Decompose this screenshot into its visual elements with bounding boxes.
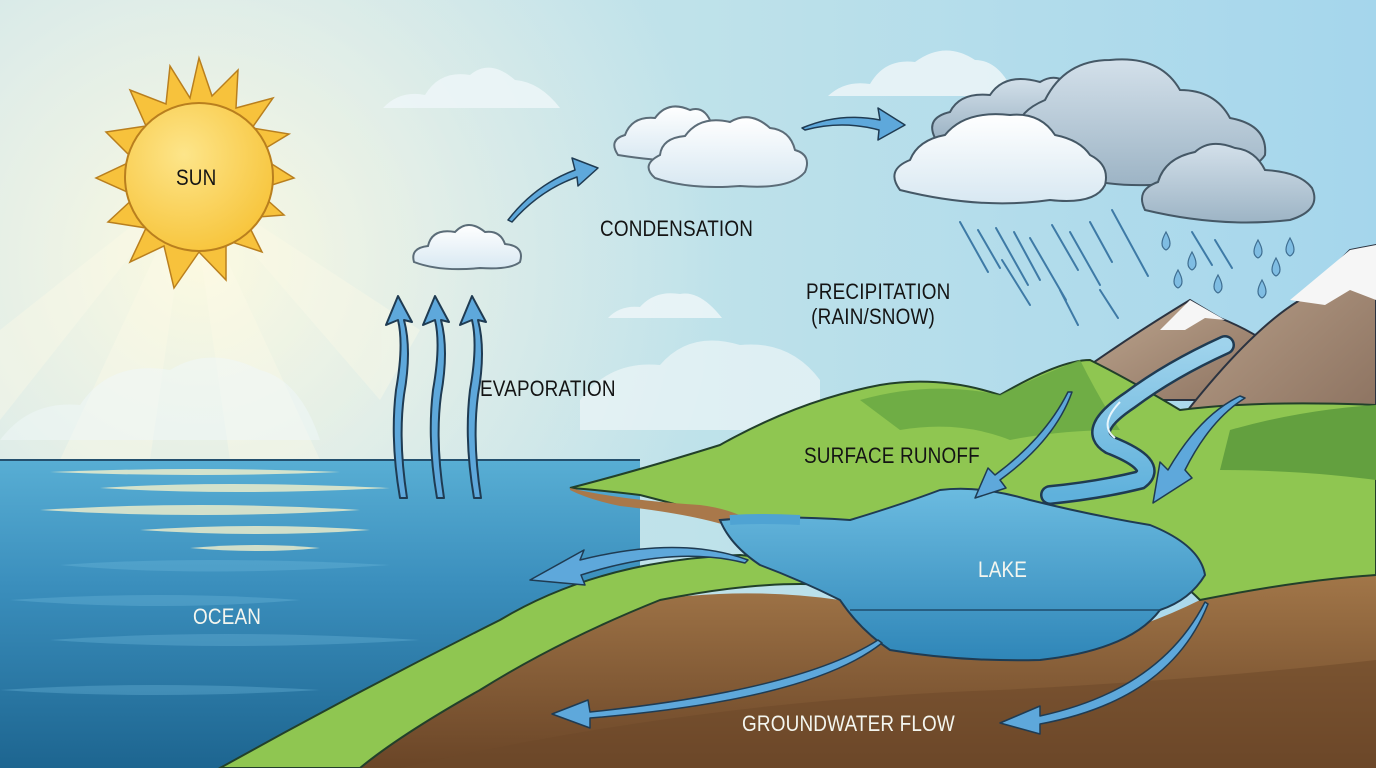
background-clouds — [0, 50, 1015, 440]
condensation-label: CONDENSATION — [600, 216, 754, 241]
runoff-arrows — [974, 391, 1246, 504]
precipitation-label-line1: PRECIPITATION — [806, 279, 951, 304]
ocean-label: OCEAN — [193, 604, 262, 629]
ocean-waves — [0, 560, 420, 695]
small-cloud — [412, 224, 522, 271]
groundwater-arrows — [551, 601, 1209, 735]
rain-clouds — [893, 58, 1316, 224]
precipitation-label: PRECIPITATION (RAIN/SNOW) — [806, 279, 951, 330]
precipitation-label-line2: (RAIN/SNOW) — [811, 304, 935, 330]
mountains — [1089, 243, 1376, 421]
sun-label: SUN — [176, 165, 217, 190]
ocean-reflection — [40, 469, 390, 551]
evaporation-arrows — [385, 295, 487, 499]
transport-arrow — [801, 107, 906, 141]
surface-runoff-label: SURFACE RUNOFF — [804, 443, 980, 468]
lake-water — [718, 487, 1207, 662]
lake-label: LAKE — [978, 557, 1028, 582]
condensation-clouds — [613, 105, 808, 188]
raindrops — [1161, 230, 1295, 299]
groundwater-flow-label: GROUNDWATER FLOW — [742, 711, 955, 736]
condensation-arrow — [507, 157, 599, 223]
rain-streaks — [959, 209, 1233, 326]
evaporation-label: EVAPORATION — [480, 376, 616, 401]
lake-to-ocean-arrow — [529, 546, 749, 586]
sun-icon — [94, 55, 296, 290]
